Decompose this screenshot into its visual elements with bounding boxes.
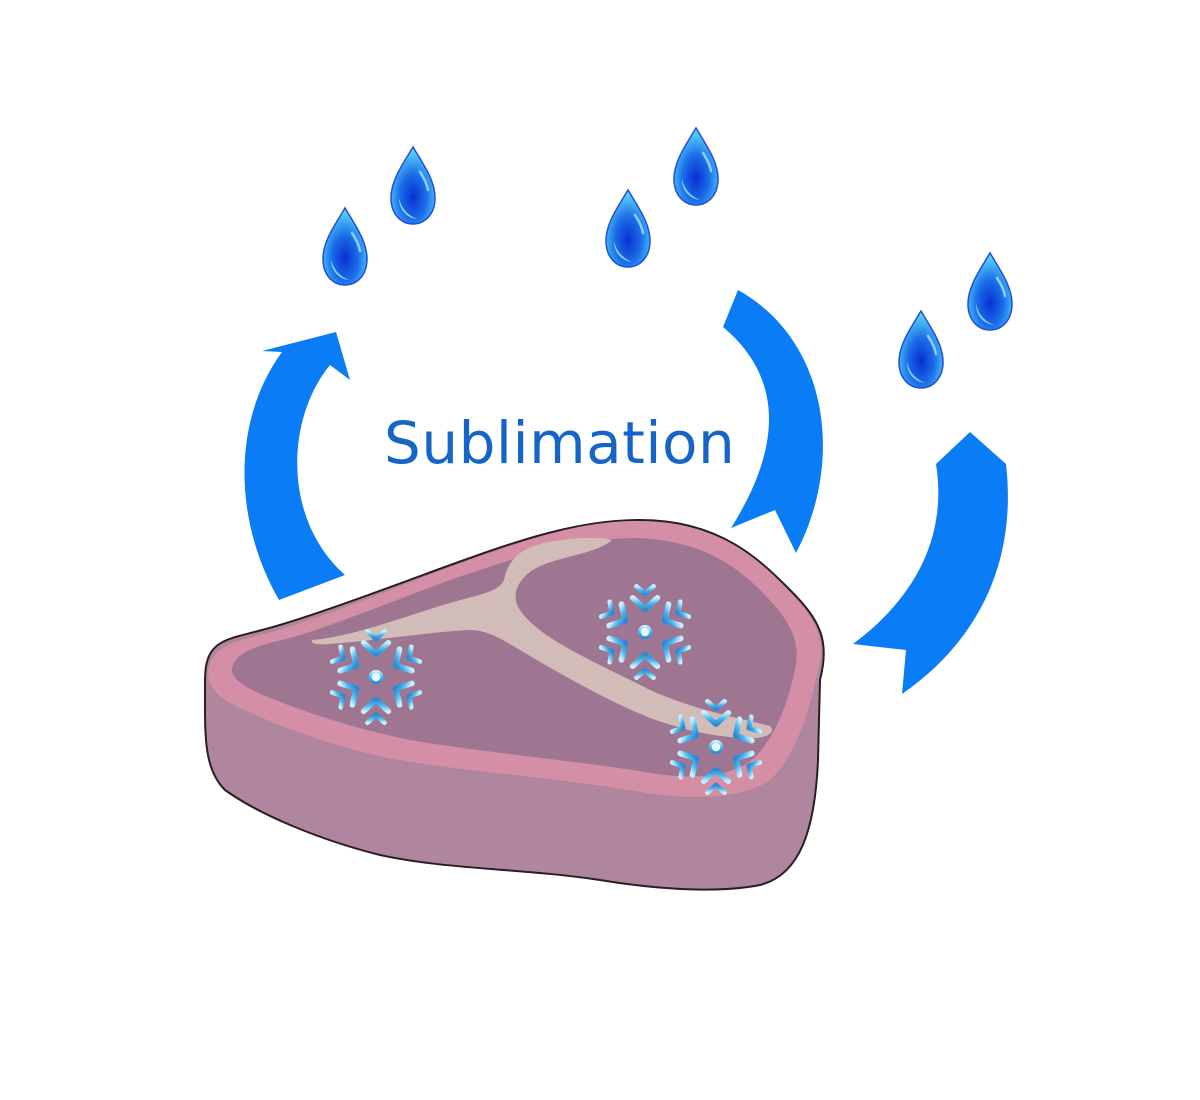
curved-arrow-right	[853, 432, 1008, 694]
curved-arrow-left	[244, 332, 350, 600]
water-droplet	[672, 126, 720, 207]
water-droplet	[321, 206, 369, 287]
curved-arrow-center	[723, 290, 823, 553]
water-droplet	[897, 309, 945, 390]
diagram-title: Sublimation	[384, 409, 736, 477]
water-droplet	[604, 188, 652, 269]
water-droplet	[966, 251, 1014, 332]
water-droplet	[389, 145, 437, 226]
frozen-steak	[204, 518, 825, 891]
steak-bone	[311, 537, 772, 738]
